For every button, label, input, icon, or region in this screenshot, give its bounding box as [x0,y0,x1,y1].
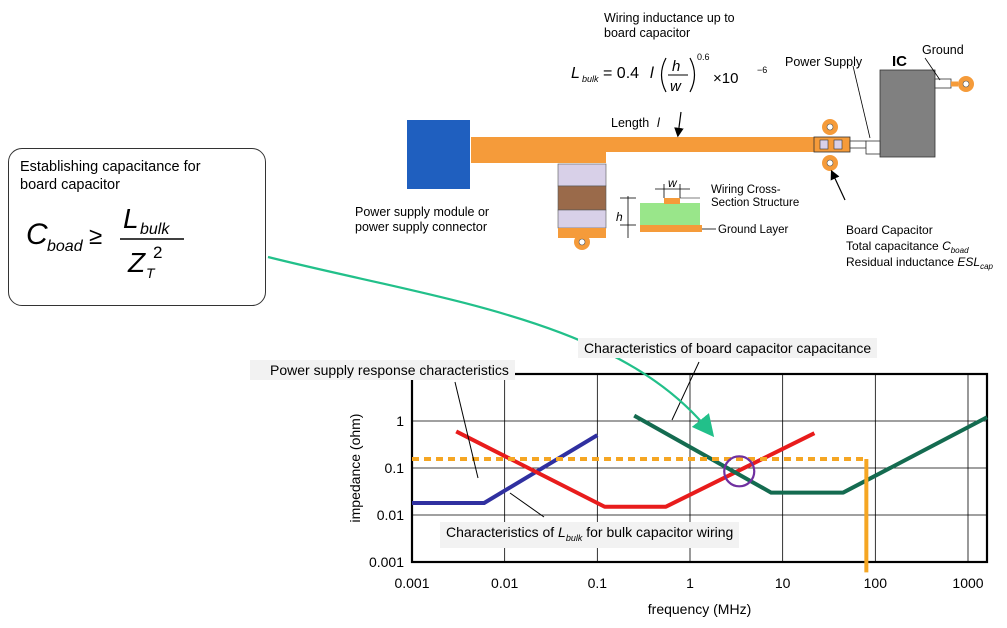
x-tick-label: 0.001 [394,575,429,591]
formula-denominator: Z [127,247,146,278]
lbulk-leader [509,492,545,518]
ic-chip [879,69,936,158]
wiring-mult-exp: −6 [757,65,767,75]
circuit-diagram [407,57,974,250]
chart-series [412,413,988,573]
formula-box [8,148,266,306]
x-axis-label: frequency (MHz) [648,601,751,617]
cross-section-structure [620,184,716,238]
wiring-frac-den: w [670,78,682,95]
board-cap-leader [671,361,700,421]
series-line-1 [455,429,816,509]
length-label: Length [611,116,649,130]
bulk-capacitor [557,163,607,250]
wiring-lhs: L [571,65,580,82]
wiring-multiplier: ×10 [713,70,738,87]
x-tick-label: 1 [686,575,694,591]
power-response-callout: Power supply response characteristics [250,360,515,380]
cross-section-label: Wiring Cross- Section Structure [711,184,800,209]
svg-text:Total capacitance Cboad: Total capacitance Cboad [846,239,969,255]
y-tick-label: 1 [396,413,404,429]
module-label: Power supply module or power supply conn… [355,205,490,234]
x-tick-label: 10 [775,575,791,591]
ground-label: Ground [922,43,964,57]
x-tick-label: 0.1 [588,575,608,591]
wiring-lhs-sub: bulk [582,74,599,84]
wiring-frac-num: h [672,58,680,75]
x-tick-label: 0.01 [491,575,518,591]
y-tick-label: 0.1 [385,460,405,476]
y-tick-label: 0.001 [369,554,404,570]
wiring-var-l: l [650,65,654,82]
formula-box-caption: Establishing capacitance for board capac… [20,159,201,193]
formula-lhs-sub: boad [47,238,84,255]
wiring-formula-title: Wiring inductance up to board capacitor [604,11,735,40]
residual-inductance-label: Residual inductance ESLcap [846,255,994,271]
y-axis-label: impedance (ohm) [347,414,363,523]
series-line-2 [633,413,988,495]
board-cap-callout: Characteristics of board capacitor capac… [578,338,878,358]
ground-layer-label: Ground Layer [718,224,788,236]
chart-frame [410,372,989,564]
board-capacitor [813,119,867,171]
formula-denominator-exp: 2 [153,243,162,262]
h-label: h [616,210,623,224]
connector-arrow [267,255,715,438]
response-leader [454,381,479,479]
ic-ground-pin [934,78,952,89]
formula-numerator: L [123,203,139,234]
power-trace [471,137,818,163]
length-var: l [657,116,661,130]
board-cap-title: Board Capacitor [846,223,933,237]
power-supply-module [407,120,470,189]
formula-relation: ≥ [89,223,102,250]
svg-text:Residual inductance ESLcap: Residual inductance ESLcap [846,255,994,271]
wiring-exponent: 0.6 [697,52,710,62]
wiring-equals: = 0.4 [603,65,639,82]
wiring-formula: L bulk = 0.4 l h w 0.6 ×10 −6 [571,52,767,95]
capacitance-formula: C boad ≥ L bulk Z T 2 [26,203,184,281]
intersection-marker [723,455,756,488]
ground-pad [951,76,974,92]
total-capacitance-label: Total capacitance Cboad [846,239,969,255]
ic-power-pin [865,140,881,155]
lbulk-callout: Characteristics of Lbulk for bulk capaci… [440,522,740,548]
x-tick-label: 100 [864,575,888,591]
formula-numerator-sub: bulk [140,221,170,238]
x-tick-label: 1000 [952,575,983,591]
y-tick-label: 0.01 [377,507,404,523]
power-supply-label: Power Supply [785,55,863,69]
ic-label: IC [892,53,907,70]
w-label: w [668,176,678,190]
formula-denominator-sub: T [146,265,156,281]
formula-lhs: C [26,218,48,251]
